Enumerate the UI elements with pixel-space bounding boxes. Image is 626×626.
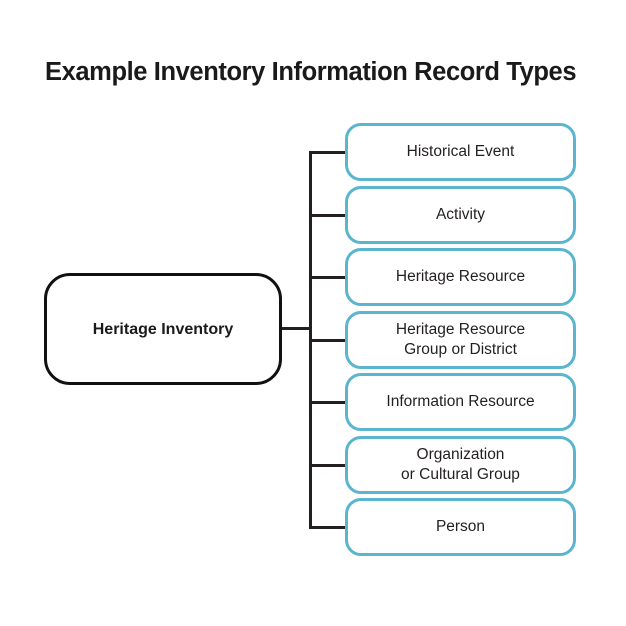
connector-root-stub [282,326,312,330]
child-node-label: Person [435,518,486,535]
child-node-label: Activity [435,205,486,223]
root-node-label: Heritage Inventory [92,320,234,338]
child-node-activity[interactable]: Activity [345,185,576,244]
connector-branch-5 [309,401,348,404]
child-node-label: Heritage Resource Group or District [395,320,526,358]
child-node-person[interactable]: Person [345,498,576,556]
child-node-information-resource[interactable]: Information Resource [345,373,576,431]
child-node-label: Heritage Resource [395,268,526,285]
child-node-heritage-resource[interactable]: Heritage Resource [345,248,576,306]
connector-branch-2 [309,213,348,217]
connector-branch-6 [309,463,348,467]
child-node-heritage-resource-group-or-district[interactable]: Heritage Resource Group or District [345,310,576,369]
child-node-label: Organization or Cultural Group [401,445,520,483]
child-node-historical-event[interactable]: Historical Event [345,123,576,181]
root-node-heritage-inventory[interactable]: Heritage Inventory [44,273,282,385]
connector-branch-4 [309,338,348,342]
connector-branch-7 [309,526,348,529]
connector-branch-1 [309,151,348,154]
child-node-label: Information Resource [386,393,535,410]
page-title: Example Inventory Information Record Typ… [45,58,577,86]
connector-branch-3 [309,276,348,279]
child-node-organization-or-cultural-group[interactable]: Organization or Cultural Group [345,435,576,494]
child-node-label: Historical Event [406,143,515,160]
